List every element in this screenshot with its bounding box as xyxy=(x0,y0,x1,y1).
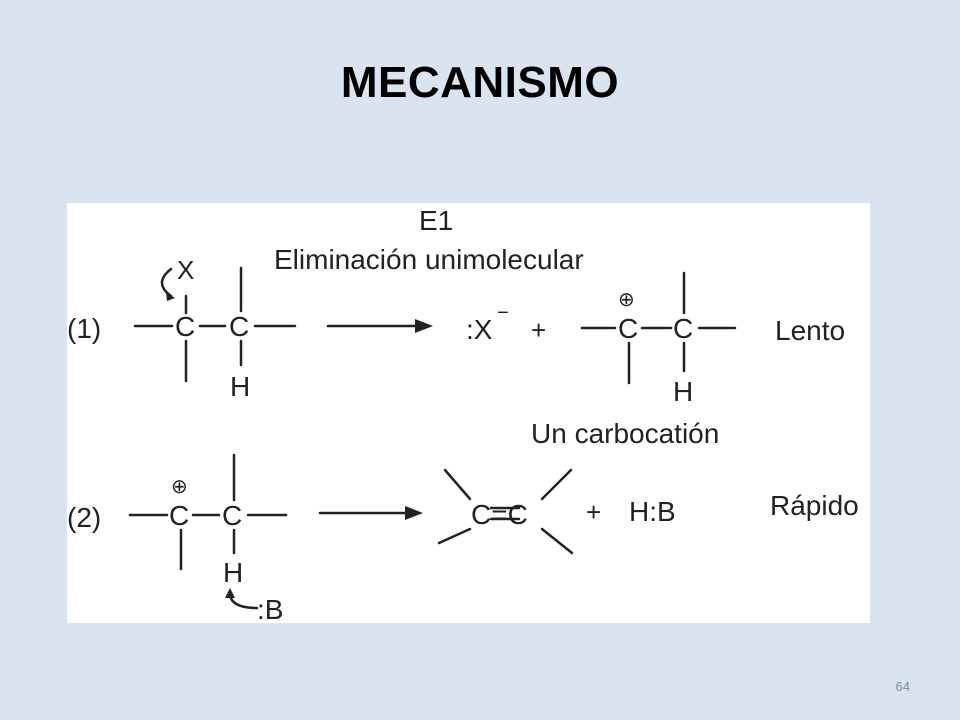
step-1-c1: C xyxy=(175,311,195,342)
step-2-number: (2) xyxy=(67,502,101,533)
curved-arrow-leaving-group xyxy=(160,267,173,298)
mechanism-svg: E1 Eliminación unimolecular (1) X C C H … xyxy=(67,205,859,623)
slide-title: MECANISMO xyxy=(340,58,620,107)
curved-arrow-leaving-group-head xyxy=(166,292,175,301)
step-1-speed: Lento xyxy=(775,315,845,346)
reaction-arrow-2-head xyxy=(405,506,423,520)
step-1-number: (1) xyxy=(67,313,101,344)
alkene-product: C=C xyxy=(471,499,528,530)
halide-ion: :X xyxy=(466,314,493,345)
conjugate-acid: H:B xyxy=(629,496,676,527)
leaving-group-x: X xyxy=(177,255,194,285)
page-number: 64 xyxy=(895,679,910,694)
step-2-h: H xyxy=(223,557,243,588)
carbocation-c2: C xyxy=(673,313,693,344)
step-1-c2: C xyxy=(229,311,249,342)
step-2-cation-charge: ⊕ xyxy=(171,476,188,498)
step-2-c2: C xyxy=(222,500,242,531)
carbocation-h: H xyxy=(673,376,693,407)
step-2-speed: Rápido xyxy=(770,490,859,521)
step-1-h: H xyxy=(230,371,250,402)
bond-alkene-lower-right xyxy=(540,527,574,555)
curved-arrow-base-attack xyxy=(228,591,259,610)
bond-alkene-lower-left xyxy=(437,527,472,545)
step-2-c1: C xyxy=(169,500,189,531)
mechanism-heading: E1 xyxy=(419,205,453,236)
step-2-plus: + xyxy=(586,497,601,527)
e1-mechanism-diagram: E1 Eliminación unimolecular (1) X C C H … xyxy=(67,203,870,623)
curved-arrow-base-attack-head xyxy=(225,588,235,598)
halide-ion-charge: − xyxy=(497,302,509,324)
step-1-plus: + xyxy=(531,315,546,345)
bond-alkene-upper-right xyxy=(540,468,573,501)
carbocation-c1: C xyxy=(618,313,638,344)
mechanism-subheading: Eliminación unimolecular xyxy=(274,244,584,275)
reaction-arrow-1-head xyxy=(415,319,433,333)
base-b: :B xyxy=(257,594,283,623)
carbocation-charge: ⊕ xyxy=(618,289,635,311)
carbocation-caption: Un carbocatión xyxy=(531,418,719,449)
bond-alkene-upper-left xyxy=(443,468,472,501)
